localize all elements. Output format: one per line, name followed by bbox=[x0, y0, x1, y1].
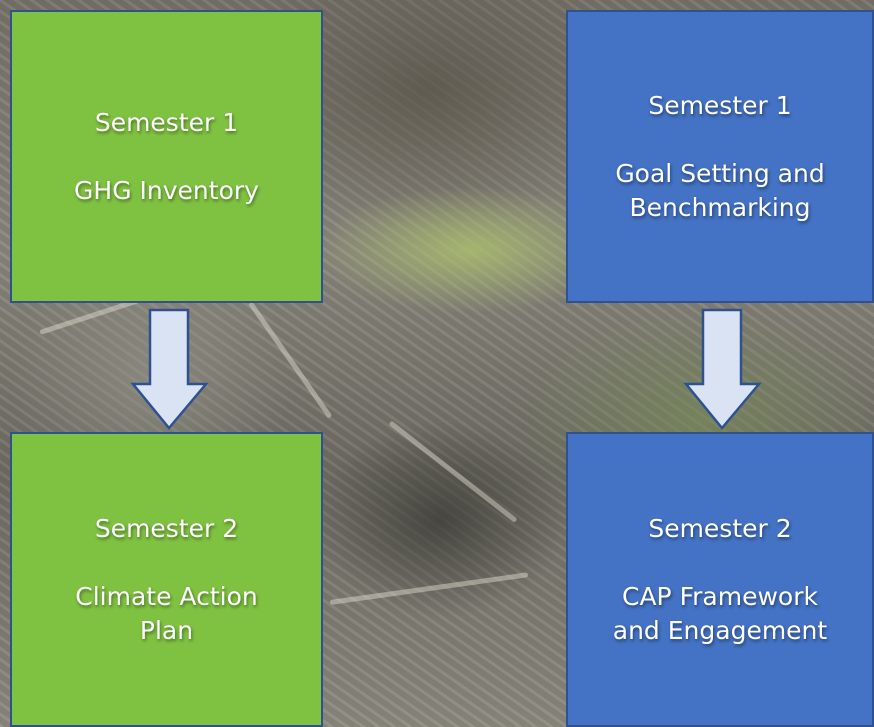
down-arrow-right bbox=[683, 308, 762, 430]
semester-label: Semester 2 bbox=[648, 513, 792, 543]
box-semester1-goal-setting: Semester 1 Goal Setting and Benchmarking bbox=[566, 10, 874, 303]
box-semester2-cap-framework: Semester 2 CAP Framework and Engagement bbox=[566, 432, 874, 727]
task-title: GHG Inventory bbox=[74, 175, 259, 205]
down-arrow-left bbox=[130, 308, 209, 430]
semester-label: Semester 2 bbox=[94, 513, 239, 543]
task-title: Climate Action Plan bbox=[75, 581, 258, 645]
box-semester1-ghg-inventory: Semester 1 GHG Inventory bbox=[10, 10, 323, 303]
task-title: Goal Setting and Benchmarking bbox=[615, 158, 825, 222]
semester-label: Semester 1 bbox=[648, 90, 792, 120]
box-semester2-climate-action-plan: Semester 2 Climate Action Plan bbox=[10, 432, 323, 727]
semester-label: Semester 1 bbox=[94, 107, 239, 137]
task-title: CAP Framework and Engagement bbox=[612, 581, 828, 645]
